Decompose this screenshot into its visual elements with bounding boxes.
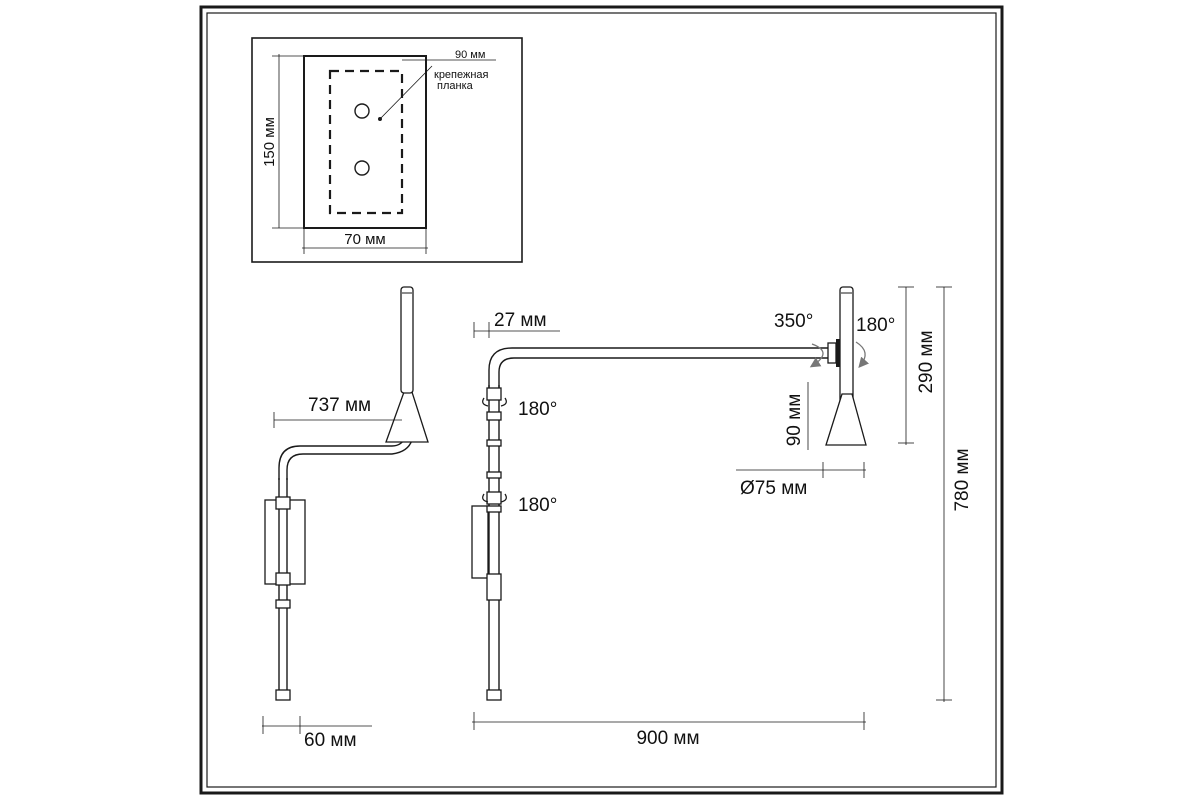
- drawing-frame: [199, 5, 1004, 795]
- mounting-hole: [354, 103, 370, 119]
- shade-height-label: 90 мм: [784, 394, 805, 447]
- total-height-label: 780 мм: [952, 448, 973, 511]
- plate-height-label: 150 мм: [261, 117, 278, 167]
- lamp-head: 350° 180° 90 мм Ø75 мм 290 мм 780 мм: [736, 286, 973, 702]
- side-wall-plate: [264, 499, 306, 585]
- head-shade: [825, 393, 867, 446]
- swivel-label: 350°: [774, 311, 813, 332]
- front-pole: [488, 385, 500, 700]
- side-view: 737 мм 60 мм: [262, 286, 429, 751]
- side-shade: [385, 391, 429, 443]
- top-height-label: 290 мм: [916, 330, 937, 393]
- shade-diameter-label: Ø75 мм: [740, 478, 807, 499]
- mounting-bracket-outline: [328, 69, 404, 215]
- side-depth-label: 60 мм: [304, 730, 357, 751]
- joint-lower-label: 180°: [518, 495, 557, 516]
- bracket-label-line1: крепежная: [434, 69, 489, 81]
- side-pole: [278, 478, 288, 700]
- front-arm: [488, 347, 828, 388]
- mounting-plate-inset: 90 мм крепежная планка 150 мм 70 мм: [251, 37, 523, 263]
- bracket-width-label: 90 мм: [455, 49, 485, 61]
- swivel-arrow: [809, 343, 824, 368]
- tilt-label: 180°: [856, 315, 895, 336]
- plate-width-label: 70 мм: [344, 231, 385, 248]
- joint-upper-label: 180°: [518, 399, 557, 420]
- side-length-label: 737 мм: [308, 395, 371, 416]
- head-rod: [839, 286, 854, 406]
- side-rod: [400, 286, 414, 394]
- span-label: 900 мм: [636, 728, 699, 749]
- bracket-label-line2: планка: [437, 80, 474, 92]
- pipe-diameter-label: 27 мм: [494, 310, 547, 331]
- front-wall-plate: [471, 505, 489, 579]
- front-view: 27 мм 180° 180° 900 мм: [471, 310, 866, 749]
- tilt-arrow: [855, 341, 870, 368]
- mounting-plate: [303, 55, 427, 229]
- mounting-hole: [354, 160, 370, 176]
